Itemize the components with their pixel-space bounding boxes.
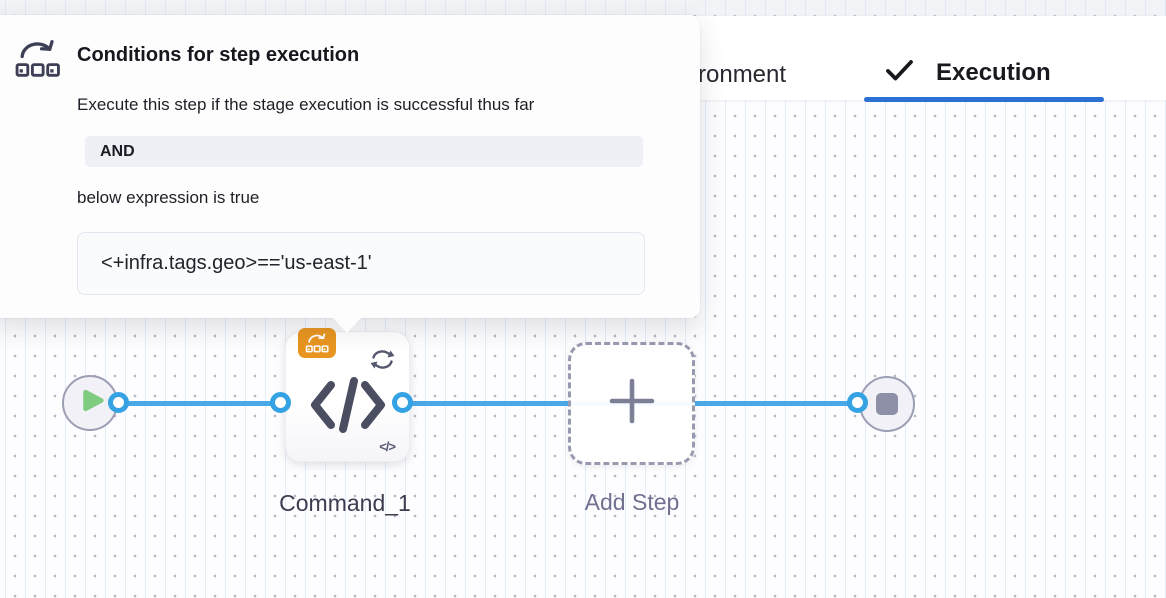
active-tab-underline — [864, 97, 1104, 102]
stop-icon — [876, 393, 898, 415]
code-mini-icon: </> — [379, 439, 396, 454]
canvas-top-strip — [0, 0, 1166, 16]
expression-caption: below expression is true — [77, 188, 260, 207]
popover-caret — [332, 317, 362, 333]
popover-description: Execute this step if the stage execution… — [77, 95, 535, 114]
conditional-execution-icon — [305, 333, 329, 353]
tab-execution[interactable]: Execution — [885, 58, 1051, 88]
conditional-execution-icon — [14, 37, 61, 85]
operator-chip: AND — [85, 136, 643, 167]
pipeline-end-node[interactable] — [859, 376, 915, 432]
connector-port[interactable] — [108, 392, 129, 413]
connector-port[interactable] — [847, 392, 868, 413]
pipeline-connector-line — [110, 401, 860, 406]
popover-title: Conditions for step execution — [77, 44, 360, 66]
check-icon — [885, 58, 914, 88]
add-step-label: Add Step — [584, 489, 680, 515]
code-icon — [310, 376, 386, 439]
expression-value-box: <+infra.tags.geo>=='us-east-1' — [77, 232, 645, 295]
play-icon — [80, 388, 105, 418]
step-conditions-popover: Conditions for step execution Execute th… — [0, 15, 700, 333]
loop-icon — [368, 347, 397, 377]
plus-icon — [608, 377, 656, 430]
connector-port[interactable] — [270, 392, 291, 413]
conditional-execution-badge[interactable] — [298, 328, 336, 358]
add-step-button[interactable] — [568, 342, 695, 465]
step-node-label: Command_1 — [279, 490, 411, 516]
tab-environment-partial[interactable]: ronment — [698, 61, 787, 88]
tab-execution-label: Execution — [936, 59, 1051, 86]
connector-port[interactable] — [392, 392, 413, 413]
step-node-command[interactable]: </> — [285, 328, 410, 462]
